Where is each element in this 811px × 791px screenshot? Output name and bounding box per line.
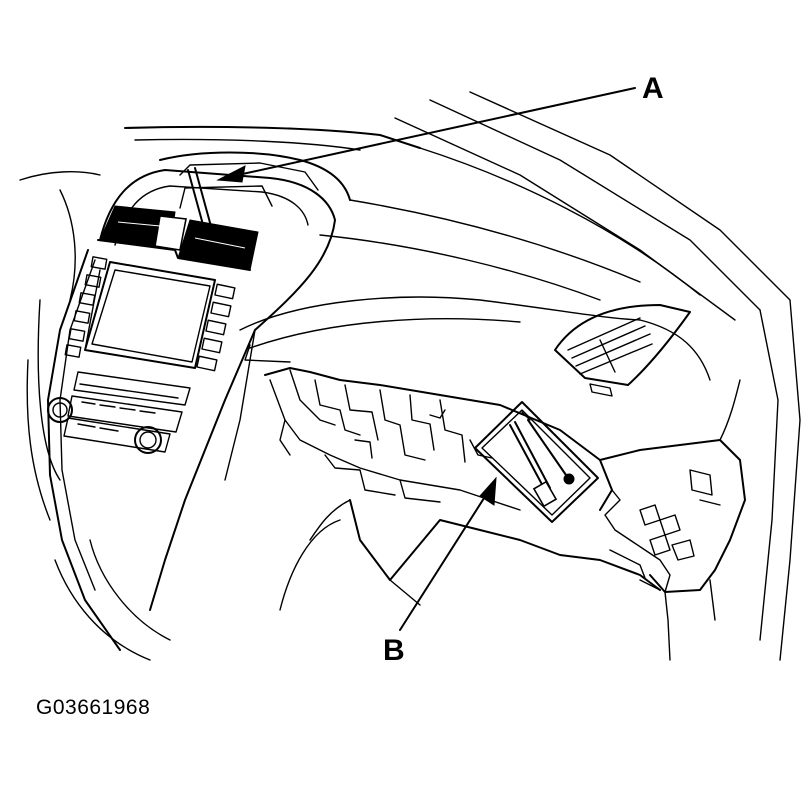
- callout-label-b: B: [383, 634, 405, 667]
- callout-arrow-a: [216, 87, 636, 183]
- lower-dashboard: [279, 499, 661, 611]
- callout-label-a: A: [642, 72, 664, 105]
- figure-id: G03661968: [36, 696, 151, 719]
- under-dash-components: [264, 367, 613, 511]
- windshield-lines: [394, 91, 801, 661]
- right-air-vent: [554, 304, 691, 397]
- center-top-cubby: [179, 162, 319, 209]
- left-buttons: [64, 256, 108, 358]
- callout-arrow-b: [399, 476, 497, 631]
- right-bracket: [599, 379, 746, 661]
- left-side-lines: [19, 171, 171, 661]
- dashboard-top-contour: [124, 125, 711, 381]
- tool-a: [187, 167, 214, 233]
- audio-controls: [47, 371, 191, 454]
- tool-board-b: [474, 401, 599, 523]
- center-vents: [97, 205, 259, 271]
- right-buttons: [196, 283, 236, 372]
- navigation-display: [84, 261, 216, 369]
